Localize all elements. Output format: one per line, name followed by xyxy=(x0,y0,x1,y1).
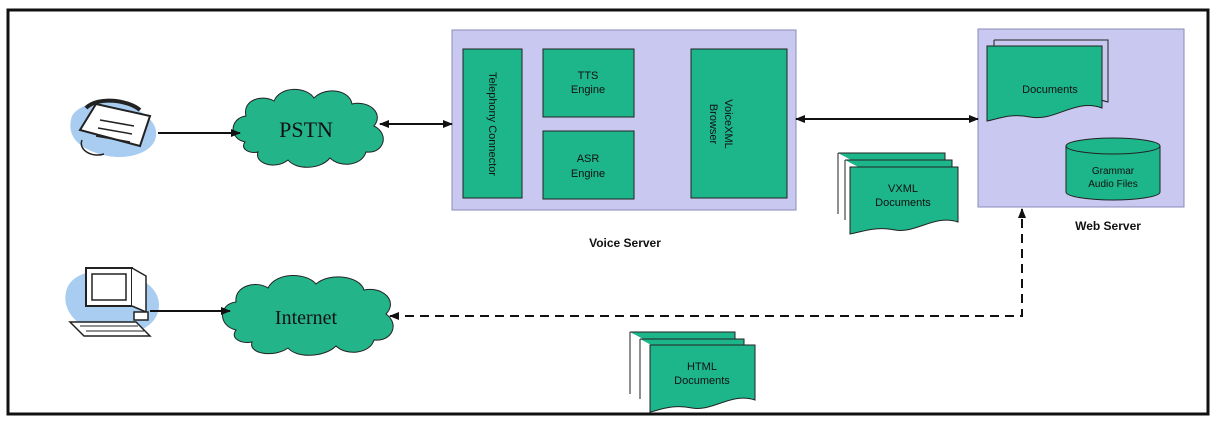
web-server-label: Web Server xyxy=(1075,219,1141,233)
pstn-cloud: PSTN xyxy=(232,88,384,168)
telephony-connector: Telephony Connector xyxy=(462,48,523,199)
telephony-connector-label: Telephony Connector xyxy=(486,72,498,176)
vxml-label-1: VXML xyxy=(888,183,918,195)
telephone-icon xyxy=(70,98,157,158)
tts-engine-label-1: TTS xyxy=(578,70,599,82)
grammar-label-1: Grammar xyxy=(1092,166,1135,177)
web-documents-label: Documents xyxy=(1022,84,1078,96)
voicexml-browser-label-2: Browser xyxy=(707,104,719,145)
internet-label: Internet xyxy=(275,307,338,329)
pstn-label: PSTN xyxy=(279,117,333,142)
asr-engine: ASR Engine xyxy=(542,130,635,200)
voice-server: Telephony Connector TTS Engine ASR Engin… xyxy=(451,29,797,250)
voicexml-browser-label-1: VoiceXML xyxy=(722,99,734,149)
web-server: Documents Grammar Audio Files Web Server xyxy=(977,28,1185,233)
html-label-2: Documents xyxy=(674,375,730,387)
tts-engine: TTS Engine xyxy=(542,48,635,118)
voicexml-browser: VoiceXML Browser xyxy=(690,48,788,199)
asr-engine-label-1: ASR xyxy=(577,153,600,165)
vxml-label-2: Documents xyxy=(875,197,931,209)
voice-server-label: Voice Server xyxy=(589,236,661,250)
tts-engine-label-2: Engine xyxy=(571,84,605,96)
web-documents: Documents xyxy=(986,39,1109,122)
internet-cloud: Internet xyxy=(222,275,394,356)
internet-to-web-server-dashed-arrow xyxy=(389,208,1026,320)
html-documents: HTML Documents xyxy=(629,331,756,413)
computer-icon xyxy=(65,267,159,337)
grammar-audio-store: Grammar Audio Files xyxy=(1065,137,1161,201)
vxml-documents: VXML Documents xyxy=(837,152,959,235)
asr-engine-label-2: Engine xyxy=(571,168,605,180)
html-label-1: HTML xyxy=(687,361,717,373)
grammar-label-2: Audio Files xyxy=(1088,179,1137,190)
diagram-frame xyxy=(6,8,1210,416)
